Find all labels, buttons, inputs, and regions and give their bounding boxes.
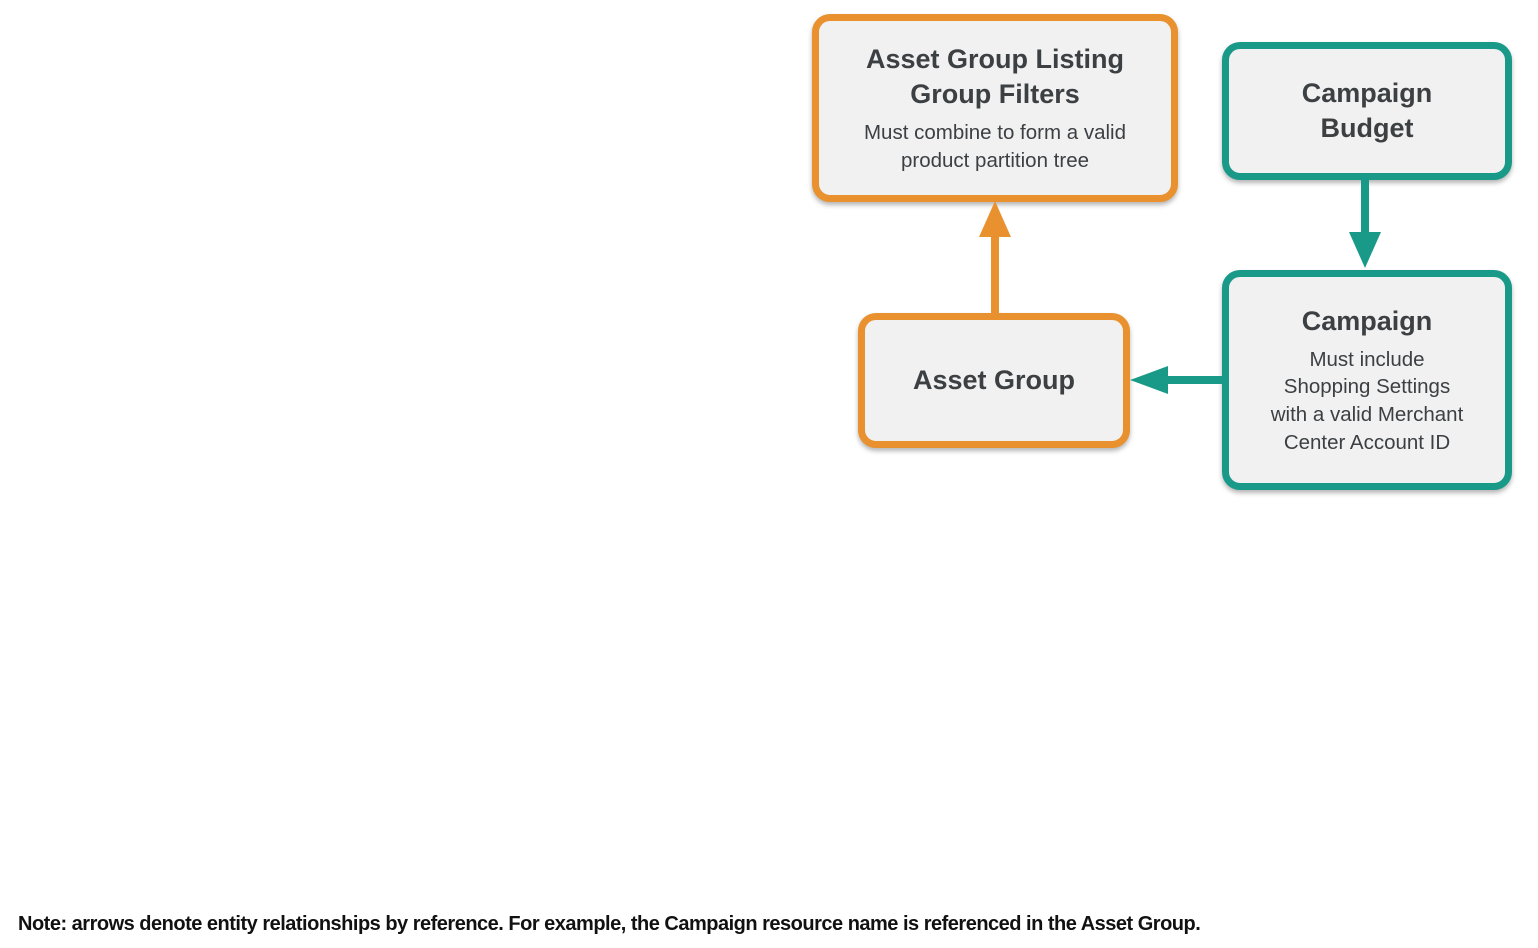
node-asset-group: Asset Group (858, 313, 1130, 448)
arrow-campaign-to-asset-group-shaft (1166, 376, 1222, 384)
footnote: Note: arrows denote entity relationships… (18, 913, 1201, 935)
node-title: Asset Group Listing Group Filters (865, 43, 1125, 109)
arrow-asset-group-to-listing-filters-shaft (991, 233, 999, 313)
node-title: Asset Group (912, 364, 1076, 395)
node-asset-group-listing-group-filters: Asset Group Listing Group Filters Must c… (812, 14, 1178, 202)
node-title: Campaign (1301, 305, 1433, 336)
node-title: Campaign Budget (1301, 77, 1433, 143)
node-subtitle: Must combine to form a valid product par… (863, 120, 1127, 172)
node-campaign: Campaign Must include Shopping Settings … (1222, 270, 1512, 490)
arrow-left-icon (1130, 366, 1168, 394)
arrow-campaign-budget-to-campaign-shaft (1361, 180, 1369, 234)
node-subtitle: Must include Shopping Settings with a va… (1270, 347, 1464, 454)
arrow-up-icon (979, 201, 1011, 237)
arrow-down-icon (1349, 232, 1381, 268)
node-campaign-budget: Campaign Budget (1222, 42, 1512, 180)
